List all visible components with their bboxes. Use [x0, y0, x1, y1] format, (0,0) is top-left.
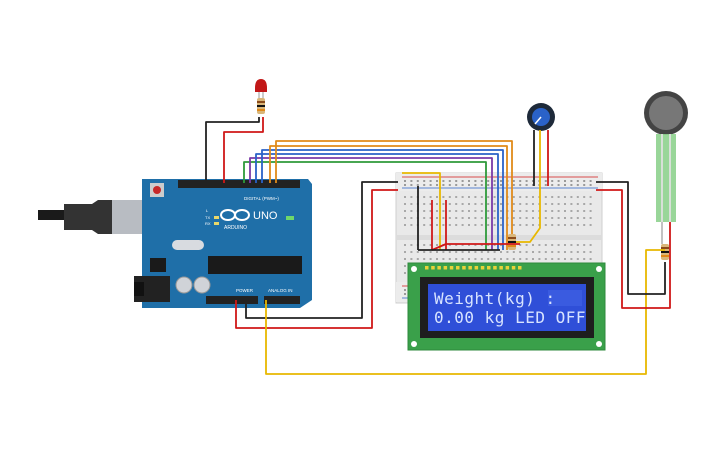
potentiometer[interactable] [527, 103, 555, 131]
sensor-resistor[interactable] [661, 244, 669, 260]
board-model-label: UNO [253, 210, 278, 222]
arduino-logo-icon [220, 209, 250, 221]
rx-label: RX [205, 221, 211, 226]
wire-orange[interactable] [269, 145, 508, 250]
power-header [206, 296, 258, 304]
wire-orange-2[interactable] [275, 140, 513, 234]
tx-label: TX [205, 215, 210, 220]
led-resistor[interactable] [257, 98, 265, 114]
wire-gnd-rail[interactable] [245, 181, 398, 319]
force-sensor[interactable] [644, 91, 688, 222]
red-led[interactable] [255, 79, 267, 98]
digital-label: DIGITAL (PWM~) [244, 196, 279, 201]
wires [205, 117, 671, 375]
wire-led-gnd[interactable] [205, 117, 260, 183]
atmega-chip [208, 256, 302, 274]
wire-purple[interactable] [249, 157, 493, 250]
analog-header [264, 296, 300, 304]
lcd-line-2: 0.00 kg LED OFF [434, 308, 586, 327]
wire-blue-2[interactable] [261, 149, 504, 250]
board-brand-label: ARDUINO [224, 225, 247, 231]
wire-analog-sensor[interactable] [265, 249, 665, 375]
breadboard-resistor[interactable] [508, 234, 516, 250]
digital-header [178, 180, 300, 188]
wire-5v-rail[interactable] [235, 189, 398, 329]
wire-pot-wiper[interactable] [516, 130, 541, 243]
lcd-pin-header [425, 266, 522, 270]
wire-blue[interactable] [255, 153, 499, 250]
usb-cable [38, 200, 146, 234]
wire-green[interactable] [243, 161, 487, 250]
l-label: L [206, 208, 209, 213]
power-label: POWER [236, 288, 254, 293]
wire-led-signal[interactable] [223, 117, 264, 183]
lcd-16x2-module[interactable]: Weight(kg) : 0.00 kg LED OFF [407, 262, 606, 351]
analog-label: ANALOG IN [268, 288, 293, 293]
lcd-line-1: Weight(kg) : [434, 289, 556, 308]
wire-bb-red-3[interactable] [431, 243, 520, 251]
arduino-uno-board[interactable]: UNO ARDUINO DIGITAL (PWM~) POWER ANALOG … [134, 179, 312, 308]
wire-sensor-gnd[interactable] [596, 181, 666, 295]
wire-yellow-bb[interactable] [402, 172, 441, 250]
wire-sensor-vcc[interactable] [596, 189, 671, 309]
